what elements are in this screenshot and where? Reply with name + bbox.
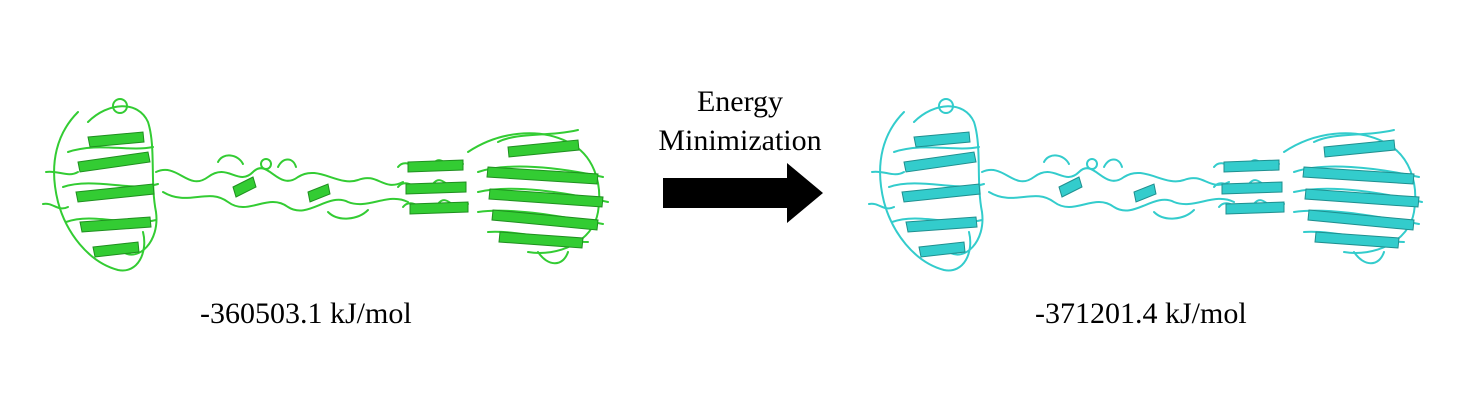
protein-structure-before <box>42 98 609 272</box>
energy-after-label: -371201.4 kJ/mol <box>1035 297 1247 330</box>
energy-before-label: -360503.1 kJ/mol <box>200 297 412 330</box>
right-arrow-icon <box>663 163 823 223</box>
process-label-line1: Energy <box>696 85 784 118</box>
protein-sheets-after <box>901 131 1420 258</box>
process-label-line2: Minimization <box>658 124 822 157</box>
protein-sheets-before <box>75 131 604 258</box>
arrow-shape <box>663 163 823 223</box>
protein-structure-after <box>868 98 1423 272</box>
